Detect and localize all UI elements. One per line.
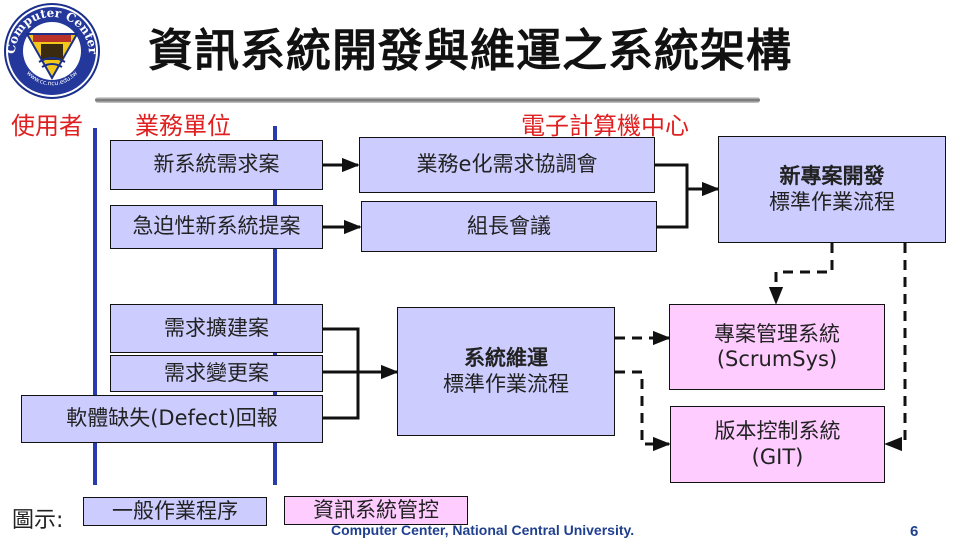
- box-defect-report: 軟體缺失(Defect)回報: [21, 395, 323, 443]
- box-team-lead-meeting: 組長會議: [361, 201, 657, 252]
- footer-organization: Computer Center, National Central Univer…: [331, 522, 635, 538]
- box-label: 組長會議: [467, 213, 551, 238]
- box-project-management-system: 專案管理系統 (ScrumSys): [669, 304, 885, 390]
- box-expansion-request: 需求擴建案: [110, 304, 323, 353]
- lane-label-user: 使用者: [11, 112, 83, 140]
- box-title: 專案管理系統: [714, 321, 840, 346]
- legend-general-procedure: 一般作業程序: [83, 497, 267, 526]
- page-number: 6: [910, 523, 919, 540]
- dashed-arrow-ops-to-git: [615, 370, 671, 452]
- computer-center-logo: Computer Center www.cc.ncu.edu.tw: [3, 2, 101, 100]
- dashed-arrow-project-to-git: [884, 243, 907, 452]
- box-subtitle: (ScrumSys): [716, 347, 838, 371]
- box-label: 急迫性新系統提案: [132, 214, 301, 239]
- lane-label-business-unit: 業務單位: [135, 112, 231, 140]
- box-title: 系統維運: [464, 346, 548, 371]
- box-urgent-new-system: 急迫性新系統提案: [110, 205, 323, 249]
- legend-text: 一般作業程序: [112, 498, 238, 523]
- box-title: 版本控制系統: [714, 419, 841, 444]
- dashed-arrow-project-to-pm: [768, 243, 834, 305]
- legend-it-system-control: 資訊系統管控: [284, 496, 468, 525]
- lane-divider-user: [93, 128, 97, 485]
- box-version-control-system: 版本控制系統 (GIT): [670, 406, 885, 483]
- box-new-system-request: 新系統需求案: [110, 140, 323, 190]
- box-subtitle: 標準作業流程: [769, 189, 895, 214]
- box-subtitle: (GIT): [751, 444, 804, 469]
- box-label: 需求擴建案: [164, 315, 269, 340]
- box-label: 需求變更案: [164, 360, 269, 385]
- box-e-coordination-meeting: 業務e化需求協調會: [359, 137, 655, 193]
- title-divider: [95, 97, 760, 103]
- box-title: 新專案開發: [779, 164, 885, 189]
- box-new-project-development: 新專案開發 標準作業流程: [718, 136, 946, 243]
- lane-label-computer-center: 電子計算機中心: [521, 112, 689, 140]
- box-change-request: 需求變更案: [110, 355, 323, 392]
- connector-coordination-merge: [655, 163, 689, 229]
- box-label: 軟體缺失(Defect)回報: [66, 406, 278, 431]
- connector-maintenance-merge: [322, 327, 360, 420]
- box-label: 業務e化需求協調會: [416, 152, 598, 177]
- legend-text: 資訊系統管控: [313, 497, 439, 522]
- box-system-operations: 系統維運 標準作業流程: [397, 307, 615, 436]
- legend-label: 圖示:: [12, 508, 64, 533]
- box-subtitle: 標準作業流程: [443, 371, 569, 396]
- box-label: 新系統需求案: [153, 152, 280, 177]
- slide-title: 資訊系統開發與維運之系統架構: [148, 24, 793, 77]
